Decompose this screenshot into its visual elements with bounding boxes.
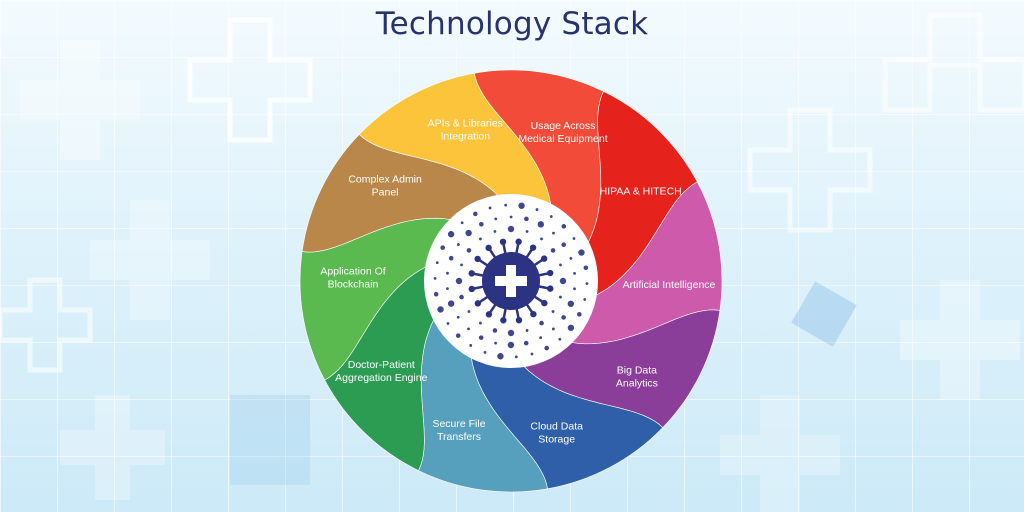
segment-label: Artificial Intelligence — [623, 279, 716, 291]
virus-cross-icon — [433, 202, 589, 360]
segment-label: HIPAA & HITECH — [600, 185, 682, 197]
wheel-segments — [299, 69, 723, 493]
page-title: Technology Stack — [375, 6, 649, 42]
wheel-segment — [301, 133, 504, 253]
